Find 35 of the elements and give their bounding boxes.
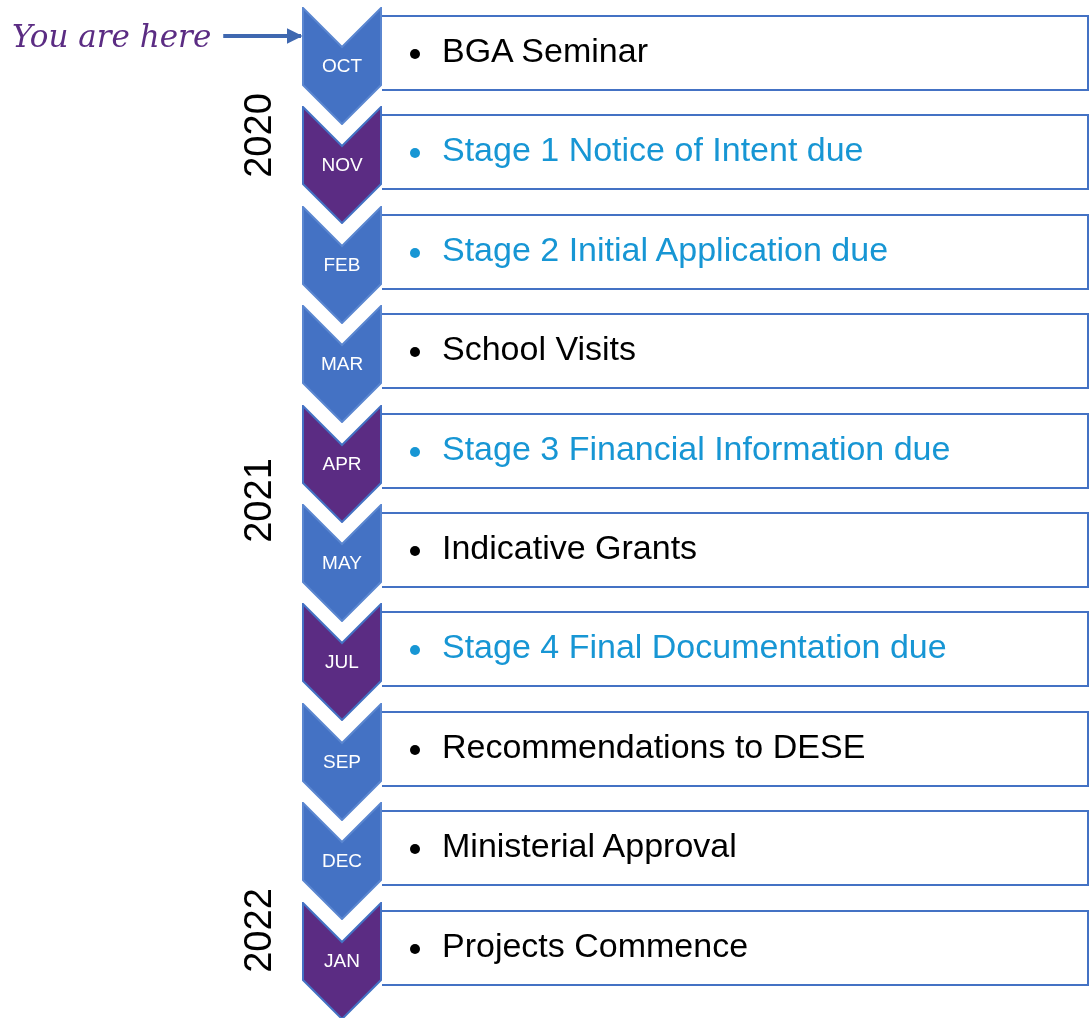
event-text: Stage 1 Notice of Intent due — [442, 130, 864, 170]
year-label: 2021 — [236, 457, 280, 543]
month-label: DEC — [320, 850, 364, 873]
event-text: BGA Seminar — [442, 31, 648, 70]
event-text: Ministerial Approval — [442, 826, 737, 866]
event-text: Recommendations to DESE — [442, 726, 866, 766]
event-box — [382, 15, 1089, 91]
event-box — [382, 412, 1089, 489]
event-box — [382, 213, 1089, 290]
event-box — [382, 512, 1089, 588]
event-box — [382, 313, 1089, 390]
month-label: MAY — [321, 552, 363, 574]
event-box — [382, 909, 1089, 986]
month-label: OCT — [320, 55, 364, 77]
event-text: Indicative Grants — [442, 528, 698, 567]
month-label: FEB — [322, 253, 362, 276]
event-box — [382, 710, 1089, 787]
handwritten-note: You are here — [12, 18, 212, 54]
event-text: Stage 4 Final Documentation due — [442, 627, 947, 667]
event-text: Stage 3 Financial Information due — [442, 428, 951, 468]
event-box — [382, 611, 1089, 688]
month-label: APR — [321, 452, 363, 475]
event-box — [382, 114, 1089, 191]
month-label: NOV — [320, 154, 364, 177]
event-text: School Visits — [442, 329, 637, 369]
arrow — [223, 28, 303, 44]
event-text: Projects Commence — [442, 925, 749, 965]
month-label: SEP — [322, 750, 362, 773]
event-box — [382, 810, 1089, 887]
month-label: JAN — [323, 949, 361, 972]
month-label: JUL — [324, 651, 360, 674]
month-label: MAR — [319, 353, 365, 376]
year-label: 2022 — [236, 887, 280, 973]
event-text: Stage 2 Initial Application due — [442, 229, 889, 269]
year-label: 2020 — [236, 92, 280, 178]
